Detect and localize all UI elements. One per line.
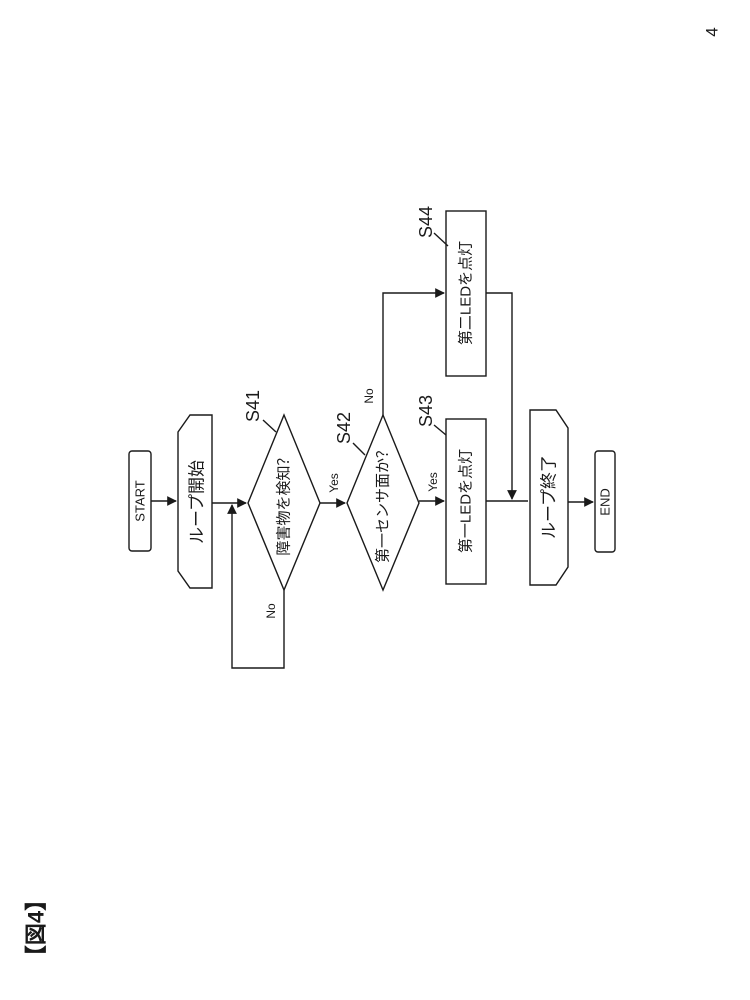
loop-end-label: ループ終了 — [540, 455, 559, 539]
leader-s44 — [433, 232, 449, 247]
obstacle-decision: 障害物を検知？ — [247, 413, 321, 592]
leader-s41 — [262, 419, 277, 433]
step-label-s44: S44 — [416, 206, 436, 238]
first-led-process: 第一LEDを点灯 — [445, 418, 487, 585]
start-label: START — [133, 480, 148, 521]
arrow-s42-no — [382, 288, 445, 415]
branch-label-s41-yes: Yes — [327, 473, 341, 493]
step-label-s41: S41 — [243, 390, 263, 422]
obstacle-decision-label: 障害物を検知？ — [275, 450, 293, 555]
loop-start-node: ループ開始 — [177, 414, 213, 589]
loop-end-node: ループ終了 — [529, 409, 569, 586]
figure-label: 【図4】 — [24, 889, 49, 967]
second-led-label: 第二LEDを点灯 — [457, 241, 475, 345]
branch-label-s41-no: No — [264, 603, 278, 619]
branch-label-s42-no: No — [362, 388, 376, 404]
first-led-label: 第一LEDを点灯 — [457, 449, 475, 553]
sensor-decision: 第一センサ面か？ — [346, 413, 420, 592]
step-label-s43: S43 — [416, 395, 436, 427]
end-terminal: END — [594, 450, 616, 553]
leader-s43 — [433, 424, 447, 436]
branch-label-s42-yes: Yes — [426, 472, 440, 492]
step-label-s42: S42 — [334, 412, 354, 444]
end-label: END — [598, 488, 613, 515]
second-led-process: 第二LEDを点灯 — [445, 210, 487, 377]
arrow-s41-no-loopback — [227, 504, 285, 669]
arrow-led2-to-merge — [486, 292, 517, 500]
loop-start-label: ループ開始 — [188, 460, 207, 544]
page-number: 4 — [703, 27, 722, 36]
leader-s42 — [352, 442, 366, 456]
sensor-decision-label: 第一センサ面か？ — [374, 443, 392, 563]
start-terminal: START — [128, 450, 152, 552]
